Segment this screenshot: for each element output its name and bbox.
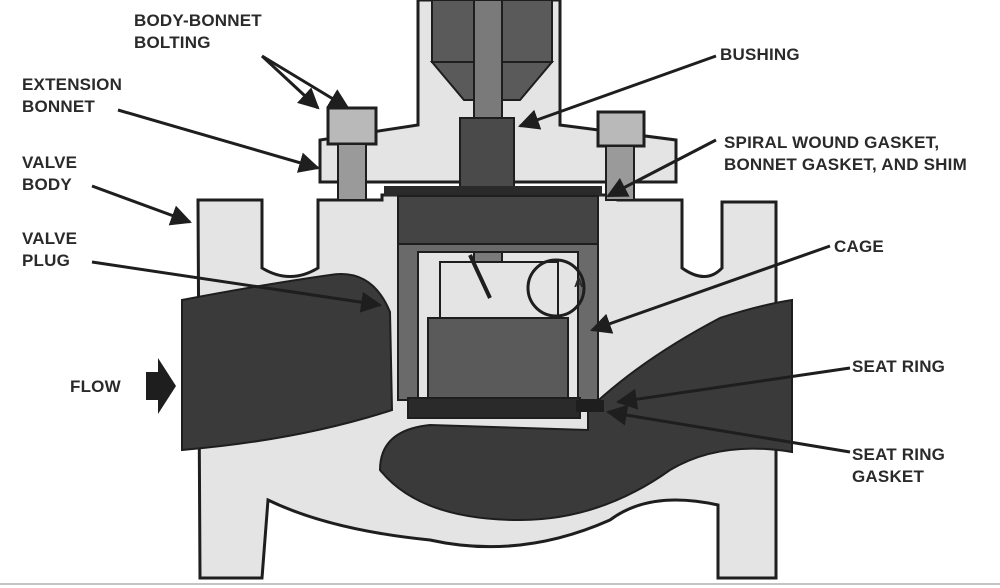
plug-linkage xyxy=(468,254,492,299)
label-spiral-wound-gasket-line2: BONNET GASKET, AND SHIM xyxy=(724,155,967,174)
label-spiral-wound-gasket: SPIRAL WOUND GASKET, BONNET GASKET, AND … xyxy=(724,132,967,176)
flow-arrow-icon xyxy=(146,358,176,414)
label-valve-body-line2: BODY xyxy=(22,175,72,194)
label-flow-text: FLOW xyxy=(70,377,121,396)
label-cage-text: CAGE xyxy=(834,237,884,256)
label-body-bonnet-bolting: BODY-BONNET BOLTING xyxy=(134,10,262,54)
label-valve-body-line1: VALVE xyxy=(22,153,78,172)
label-extension-bonnet-line1: EXTENSION xyxy=(22,75,123,94)
label-spiral-wound-gasket-line1: SPIRAL WOUND GASKET, xyxy=(724,133,940,152)
leader-lines xyxy=(91,54,851,454)
bolt-right xyxy=(596,110,646,148)
label-detail-a: A xyxy=(574,276,584,290)
label-extension-bonnet-line2: BONNET xyxy=(22,97,95,116)
label-bushing: BUSHING xyxy=(720,44,800,66)
bushing xyxy=(459,117,515,189)
label-flow: FLOW xyxy=(70,376,121,398)
label-seat-ring-gasket-line1: SEAT RING xyxy=(852,445,946,464)
label-seat-ring-gasket-line2: GASKET xyxy=(852,467,925,486)
label-seat-ring-text: SEAT RING xyxy=(852,357,946,376)
label-seat-ring: SEAT RING xyxy=(852,356,945,378)
bolt-left xyxy=(326,106,378,146)
label-extension-bonnet: EXTENSION BONNET xyxy=(22,74,122,118)
seat-ring xyxy=(407,397,581,419)
label-body-bonnet-bolting-line2: BOLTING xyxy=(134,33,211,52)
bonnet-gasket xyxy=(384,186,602,196)
label-valve-plug-line2: PLUG xyxy=(22,251,71,270)
seat-ring-gasket xyxy=(576,400,604,412)
label-valve-body: VALVE BODY xyxy=(22,152,77,196)
outlet-passage xyxy=(378,298,793,522)
bolt-left-stud xyxy=(337,143,367,201)
valve-plug xyxy=(427,317,569,399)
cage xyxy=(397,195,599,401)
label-valve-plug-line1: VALVE xyxy=(22,229,78,248)
label-bushing-text: BUSHING xyxy=(720,45,800,64)
bolt-right-stud xyxy=(605,145,635,201)
label-seat-ring-gasket: SEAT RING GASKET xyxy=(852,444,945,488)
detail-circle xyxy=(526,258,586,318)
label-valve-plug: VALVE PLUG xyxy=(22,228,77,272)
label-cage: CAGE xyxy=(834,236,884,258)
label-detail-a-text: A xyxy=(574,275,584,290)
label-body-bonnet-bolting-line1: BODY-BONNET xyxy=(134,11,262,30)
cage-upper xyxy=(397,195,599,245)
